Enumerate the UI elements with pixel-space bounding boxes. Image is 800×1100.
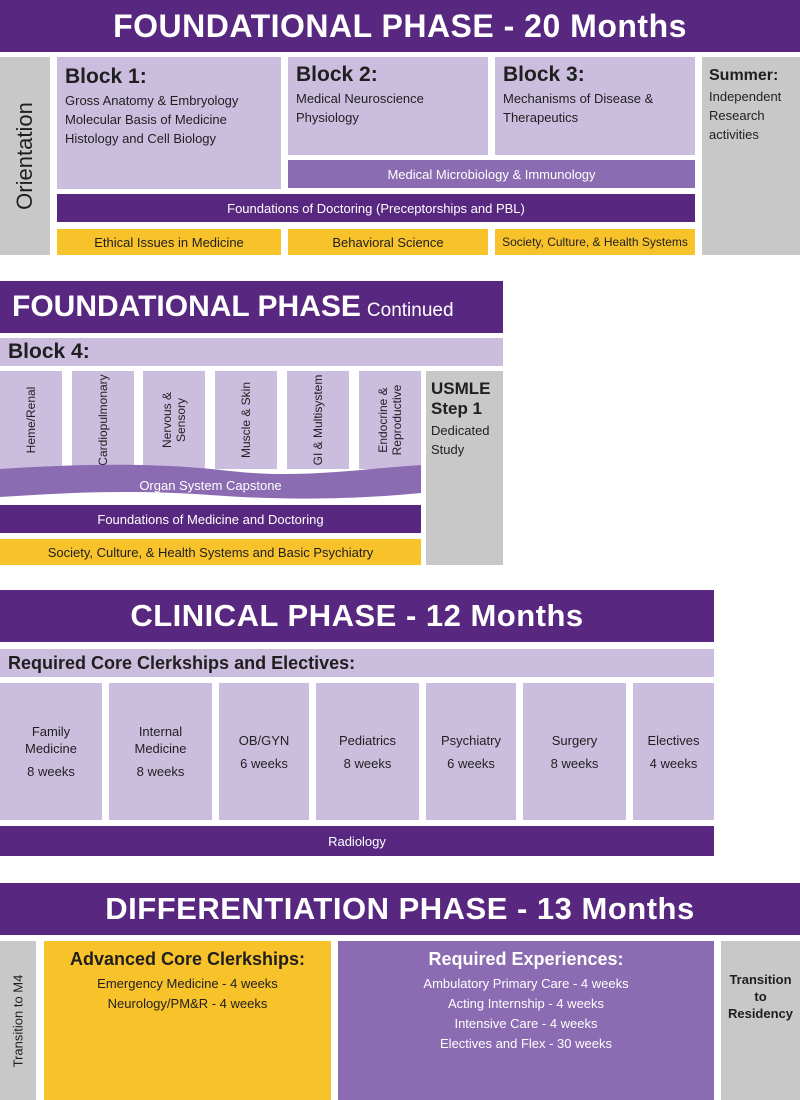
clerkship-name: Electives	[647, 732, 700, 748]
clerkship-ob-gyn: OB/GYN 6 weeks	[219, 683, 309, 820]
orientation-label: Orientation	[12, 102, 37, 210]
usmle-line: Dedicated	[431, 423, 490, 438]
doctoring-bar: Foundations of Doctoring (Preceptorships…	[57, 194, 695, 222]
advanced-item: Neurology/PM&R - 4 weeks	[107, 996, 268, 1011]
block-4-header: Block 4:	[0, 338, 503, 366]
clinical-phase-header: CLINICAL PHASE - 12 Months	[0, 590, 714, 642]
block-1-item: Gross Anatomy & Embryology	[65, 93, 239, 108]
summer-title: Summer:	[709, 67, 779, 84]
block-1-title: Block 1:	[65, 65, 147, 88]
advanced-core-block: Advanced Core Clerkships: Emergency Medi…	[44, 941, 331, 1100]
clerkship-name: Surgery	[551, 732, 598, 748]
clinical-subtitle-bar: Required Core Clerkships and Electives:	[0, 649, 714, 677]
system-gi-multisystem: GI & Multisystem	[287, 371, 349, 469]
system-label: Nervous & Sensory	[160, 391, 188, 449]
block-2-item: Physiology	[296, 110, 359, 125]
summer-block: Summer: Independent Research activities	[702, 57, 800, 255]
ethics-bar: Ethical Issues in Medicine	[57, 229, 281, 255]
clerkship-weeks: 6 weeks	[447, 755, 495, 771]
required-title: Required Experiences:	[428, 949, 624, 969]
block-2-item: Medical Neuroscience	[296, 91, 424, 106]
block-2-title: Block 2:	[296, 63, 378, 86]
clerkship-name: OB/GYN	[238, 732, 290, 748]
block-3-item: Therapeutics	[503, 110, 579, 125]
block-3-title: Block 3:	[503, 63, 585, 86]
block-3-item: Mechanisms of Disease &	[503, 91, 654, 106]
system-label: Muscle & Skin	[239, 381, 253, 459]
capstone-label: Organ System Capstone	[139, 477, 282, 493]
block-4-title: Block 4:	[8, 340, 90, 363]
clerkship-weeks: 4 weeks	[649, 755, 698, 771]
transition-residency-block: Transition to Residency	[721, 941, 800, 1100]
block-3: Block 3: Mechanisms of Disease & Therape…	[495, 57, 695, 155]
required-item: Ambulatory Primary Care - 4 weeks	[423, 976, 629, 991]
required-experiences-block: Required Experiences: Ambulatory Primary…	[338, 941, 714, 1100]
system-label: GI & Multisystem	[311, 374, 325, 466]
clerkship-electives: Electives 4 weeks	[633, 683, 714, 820]
clerkship-weeks: 8 weeks	[27, 764, 75, 779]
summer-item: activities	[709, 127, 759, 142]
clerkship-name: Family Medicine	[24, 724, 78, 756]
clerkship-weeks: 6 weeks	[240, 755, 288, 771]
usmle-title: USMLE	[431, 379, 491, 398]
radiology-bar: Radiology	[0, 826, 714, 856]
summer-item: Research	[709, 108, 765, 123]
system-nervous-sensory: Nervous & Sensory	[143, 371, 205, 469]
clerkship-family-medicine: Family Medicine 8 weeks	[0, 683, 102, 820]
residency-line: Transition	[729, 972, 792, 987]
required-item: Intensive Care - 4 weeks	[454, 1016, 598, 1031]
clerkship-internal-medicine: Internal Medicine 8 weeks	[109, 683, 212, 820]
system-label: Endocrine & Reproductive	[376, 384, 404, 456]
clerkship-name: Psychiatry	[441, 732, 501, 748]
residency-line: Residency	[727, 1006, 794, 1021]
clerkship-name: Pediatrics	[338, 732, 397, 748]
usmle-line: Study	[431, 442, 465, 457]
block-1-item: Histology and Cell Biology	[65, 131, 217, 146]
system-cardiopulmonary: Cardiopulmonary	[72, 371, 134, 469]
system-heme-renal: Heme/Renal	[0, 371, 62, 469]
transition-m4-column: Transition to M4	[0, 941, 36, 1100]
behavioral-bar: Behavioral Science	[288, 229, 488, 255]
clerkship-pediatrics: Pediatrics 8 weeks	[316, 683, 419, 820]
residency-line: to	[754, 989, 767, 1004]
system-label: Heme/Renal	[24, 386, 38, 454]
required-item: Acting Internship - 4 weeks	[447, 996, 605, 1011]
block-1: Block 1: Gross Anatomy & Embryology Mole…	[57, 57, 281, 189]
required-item: Electives and Flex - 30 weeks	[440, 1036, 612, 1051]
system-label: Cardiopulmonary	[96, 374, 110, 466]
block-2: Block 2: Medical Neuroscience Physiology	[288, 57, 488, 155]
society-bar: Society, Culture, & Health Systems	[495, 229, 695, 255]
capstone-wave	[0, 464, 421, 499]
clerkship-name: Internal Medicine	[134, 724, 187, 756]
summer-item: Independent	[709, 89, 782, 104]
continued-subtitle: Continued	[366, 300, 454, 321]
system-endocrine-reproductive: Endocrine & Reproductive	[359, 371, 421, 469]
clerkship-psychiatry: Psychiatry 6 weeks	[426, 683, 516, 820]
microbiology-bar: Medical Microbiology & Immunology	[288, 160, 695, 188]
clinical-subtitle: Required Core Clerkships and Electives:	[8, 652, 356, 673]
advanced-title: Advanced Core Clerkships:	[69, 949, 306, 969]
system-muscle-skin: Muscle & Skin	[215, 371, 277, 469]
foundational-continued-header: FOUNDATIONAL PHASE Continued	[0, 281, 503, 333]
clerkship-surgery: Surgery 8 weeks	[523, 683, 626, 820]
foundational-phase-header: FOUNDATIONAL PHASE - 20 Months	[0, 0, 800, 52]
usmle-block: USMLE Step 1 Dedicated Study	[426, 371, 503, 565]
clerkship-weeks: 8 weeks	[550, 755, 599, 771]
continued-title: FOUNDATIONAL PHASE	[12, 290, 361, 323]
block-1-item: Molecular Basis of Medicine	[65, 112, 227, 127]
clerkship-weeks: 8 weeks	[343, 755, 392, 771]
advanced-item: Emergency Medicine - 4 weeks	[97, 976, 278, 991]
foundations-medicine-bar: Foundations of Medicine and Doctoring	[0, 505, 421, 533]
transition-m4-label: Transition to M4	[10, 974, 26, 1067]
society-psychiatry-bar: Society, Culture, & Health Systems and B…	[0, 539, 421, 565]
orientation-column: Orientation	[0, 57, 50, 255]
differentiation-phase-header: DIFFERENTIATION PHASE - 13 Months	[0, 883, 800, 935]
usmle-step: Step 1	[431, 399, 483, 418]
clerkship-weeks: 8 weeks	[136, 764, 185, 779]
